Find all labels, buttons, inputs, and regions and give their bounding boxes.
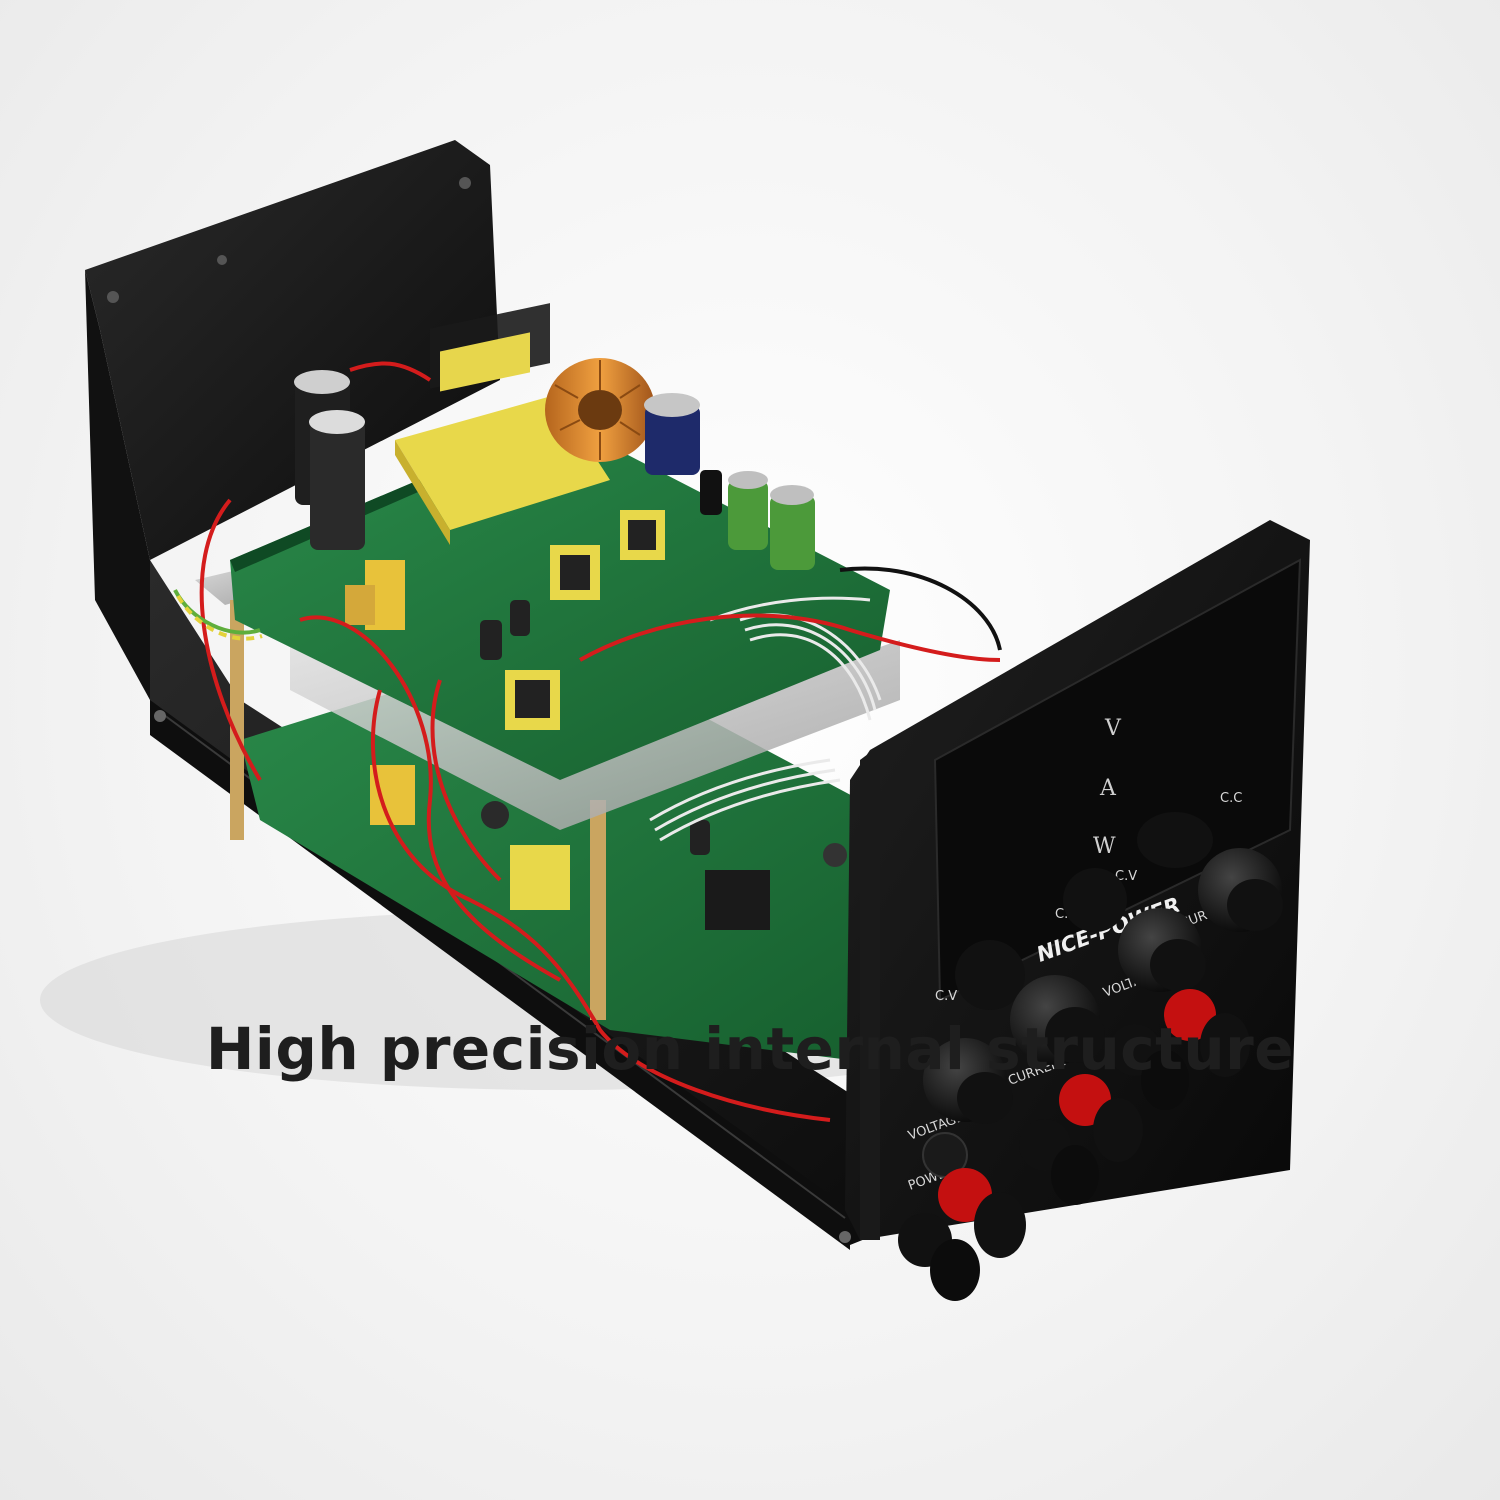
label-cv-mid: C.V xyxy=(1115,869,1137,884)
electrolytic-capacitors xyxy=(294,370,815,855)
meter-letter-w: W xyxy=(1093,834,1116,859)
meter-letter-a: A xyxy=(1099,776,1117,801)
caption-title: High precision internal structure xyxy=(205,1015,1295,1083)
label-cv-low: C.V xyxy=(935,989,957,1004)
green-ground-wire xyxy=(173,589,263,641)
binding-post-red-3 xyxy=(938,1168,1026,1258)
binding-post-red-1 xyxy=(1164,989,1250,1077)
knob-voltage-low xyxy=(923,1038,1013,1124)
meter-letter-v: V xyxy=(1104,716,1122,741)
binding-post-red-2 xyxy=(1059,1074,1143,1162)
binding-post-black-1 xyxy=(1109,1024,1189,1110)
toroid-coil xyxy=(545,358,655,462)
small-transformers xyxy=(345,510,665,730)
binding-posts xyxy=(898,989,1250,1301)
knob-current-top xyxy=(1118,908,1206,992)
binding-post-black-2 xyxy=(1019,1119,1099,1205)
knob-voltage-top xyxy=(1010,975,1105,1065)
red-wires xyxy=(199,361,1001,1122)
knob-cv-mid xyxy=(1063,868,1127,932)
knob-cv-low xyxy=(955,940,1025,1010)
binding-post-black-3 xyxy=(898,1213,980,1301)
rear-panel xyxy=(85,140,500,700)
label-cc-top: C.C xyxy=(1220,791,1242,806)
control-knobs xyxy=(922,812,1283,1178)
black-wire xyxy=(839,566,1002,651)
knob-cc-top xyxy=(1137,812,1283,932)
